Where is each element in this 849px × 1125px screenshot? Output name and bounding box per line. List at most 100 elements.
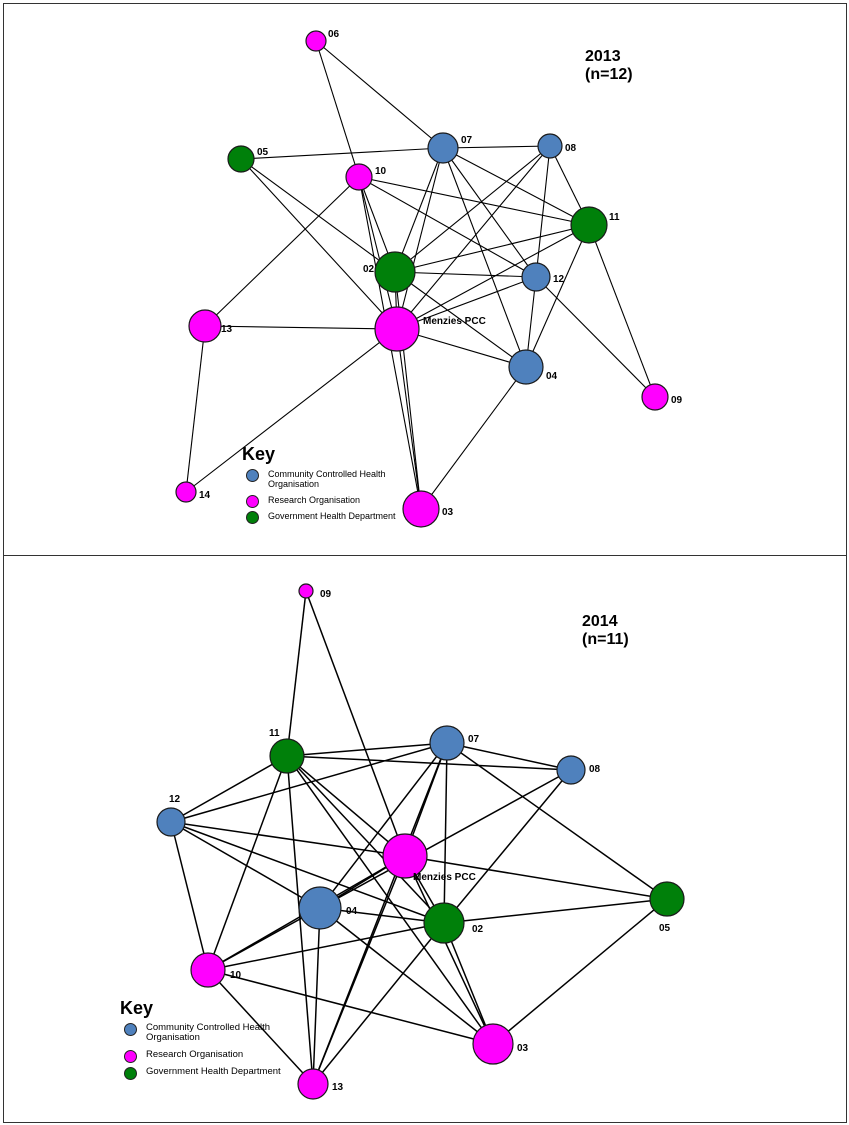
node-05-2013 (227, 145, 255, 173)
edge-12-04 (170, 821, 321, 909)
node-02-2014 (423, 902, 465, 944)
node-label-03-2014: 03 (517, 1043, 529, 1054)
edge-02-13 (312, 922, 445, 1085)
edge-09-menzies-pcc (305, 590, 406, 857)
edge-05-07 (240, 147, 444, 160)
legend-label: Government Health Department (146, 1066, 281, 1077)
legend-title: Key (120, 998, 154, 1018)
legend-label: Research Organisation (268, 495, 361, 505)
research-swatch-icon (246, 495, 259, 508)
edge-10-11 (358, 176, 590, 226)
edge-menzies-pcc-03 (404, 855, 494, 1045)
edge-05-menzies-pcc (240, 158, 398, 330)
node-label-11-2013: 11 (609, 212, 620, 223)
node-label-14-2013: 14 (199, 490, 211, 501)
edge-08-02 (394, 145, 551, 273)
edge-10-03 (207, 969, 494, 1045)
node-07-2014 (429, 725, 465, 761)
legend-label: Government Health Department (268, 511, 396, 521)
edge-11-09 (588, 224, 656, 398)
network-year-2013: 2013 (585, 48, 621, 65)
node-09-2013 (641, 383, 669, 411)
network-title-2013: 2013 (n=12) (585, 48, 633, 84)
edge-02-05 (443, 898, 668, 924)
edge-06-10 (315, 40, 360, 178)
legend-label: Research Organisation (146, 1049, 244, 1060)
edge-07-02 (443, 742, 448, 924)
legend-label: Community Controlled Health Organisation (146, 1022, 271, 1043)
community-swatch-icon (246, 469, 259, 482)
node-04-2014 (298, 886, 342, 930)
node-08-2014 (556, 755, 586, 785)
node-menzies-pcc-2013 (374, 306, 420, 352)
node-12-2013 (521, 262, 551, 292)
edge-02-04 (394, 271, 527, 368)
node-label-11-2014: 11 (269, 728, 280, 739)
node-label-08-2013: 08 (565, 143, 577, 154)
edge-11-menzies-pcc (396, 224, 590, 330)
network-title-2014: 2014 (n=11) (582, 613, 629, 649)
edge-07-04 (319, 742, 448, 909)
node-10-2013 (345, 163, 373, 191)
node-label-13-2014: 13 (332, 1082, 344, 1093)
edge-12-02 (170, 821, 445, 924)
edge-11-12 (170, 755, 288, 823)
node-label-04-2014: 04 (346, 906, 358, 917)
research-swatch-icon (124, 1050, 137, 1063)
edge-menzies-pcc-13 (312, 855, 406, 1085)
edge-11-02 (394, 224, 590, 273)
network-year-2014: 2014 (582, 613, 618, 630)
node-label-10-2013: 10 (375, 166, 387, 177)
node-13-2013 (188, 309, 222, 343)
edge-07-08 (446, 742, 572, 771)
edge-07-menzies-pcc (396, 147, 444, 330)
node-05-2014 (649, 881, 685, 917)
edge-07-12 (170, 742, 448, 823)
legend-item-research: Research Organisation (120, 1049, 296, 1063)
edge-12-menzies-pcc (170, 821, 406, 857)
node-label-08-2014: 08 (589, 764, 601, 775)
node-label-05-2014: 05 (659, 923, 671, 934)
edge-08-12 (535, 145, 551, 278)
node-02-2013 (374, 251, 416, 293)
edge-07-08 (442, 145, 551, 149)
network-count-2014: (n=11) (582, 631, 629, 648)
node-08-2013 (537, 133, 563, 159)
edge-11-08 (286, 755, 572, 771)
node-label-menzies-pcc-2013: Menzies PCC (423, 316, 486, 327)
edge-05-02 (240, 158, 396, 273)
node-label-menzies-pcc-2014: Menzies PCC (413, 872, 476, 883)
legend-item-government: Government Health Department (120, 1066, 296, 1080)
node-label-12-2014: 12 (169, 794, 181, 805)
edge-13-menzies-pcc (204, 325, 398, 330)
edge-08-04 (319, 769, 572, 909)
node-10-2014 (190, 952, 226, 988)
node-09-2014 (298, 583, 314, 599)
node-label-02-2014: 02 (472, 924, 484, 935)
edge-07-02 (394, 147, 444, 273)
node-03-2013 (402, 490, 440, 528)
edge-12-menzies-pcc (396, 276, 537, 330)
node-06-2013 (305, 30, 327, 52)
edge-11-04 (525, 224, 590, 368)
edge-05-03 (492, 898, 668, 1045)
edge-11-13 (286, 755, 314, 1085)
node-04-2013 (508, 349, 544, 385)
edge-04-13 (312, 907, 321, 1085)
node-label-13-2013: 13 (221, 324, 233, 335)
edge-12-09 (535, 276, 656, 398)
legend-item-research: Research Organisation (242, 495, 418, 508)
edge-09-11 (286, 590, 307, 757)
edge-02-12 (394, 271, 537, 278)
legend-item-community: Community Controlled Health Organisation (242, 469, 418, 489)
node-07-2013 (427, 132, 459, 164)
community-swatch-icon (124, 1023, 137, 1036)
government-swatch-icon (246, 511, 259, 524)
legend-title: Key (242, 444, 276, 464)
legend-item-government: Government Health Department (242, 511, 418, 524)
edge-11-03 (286, 755, 494, 1045)
